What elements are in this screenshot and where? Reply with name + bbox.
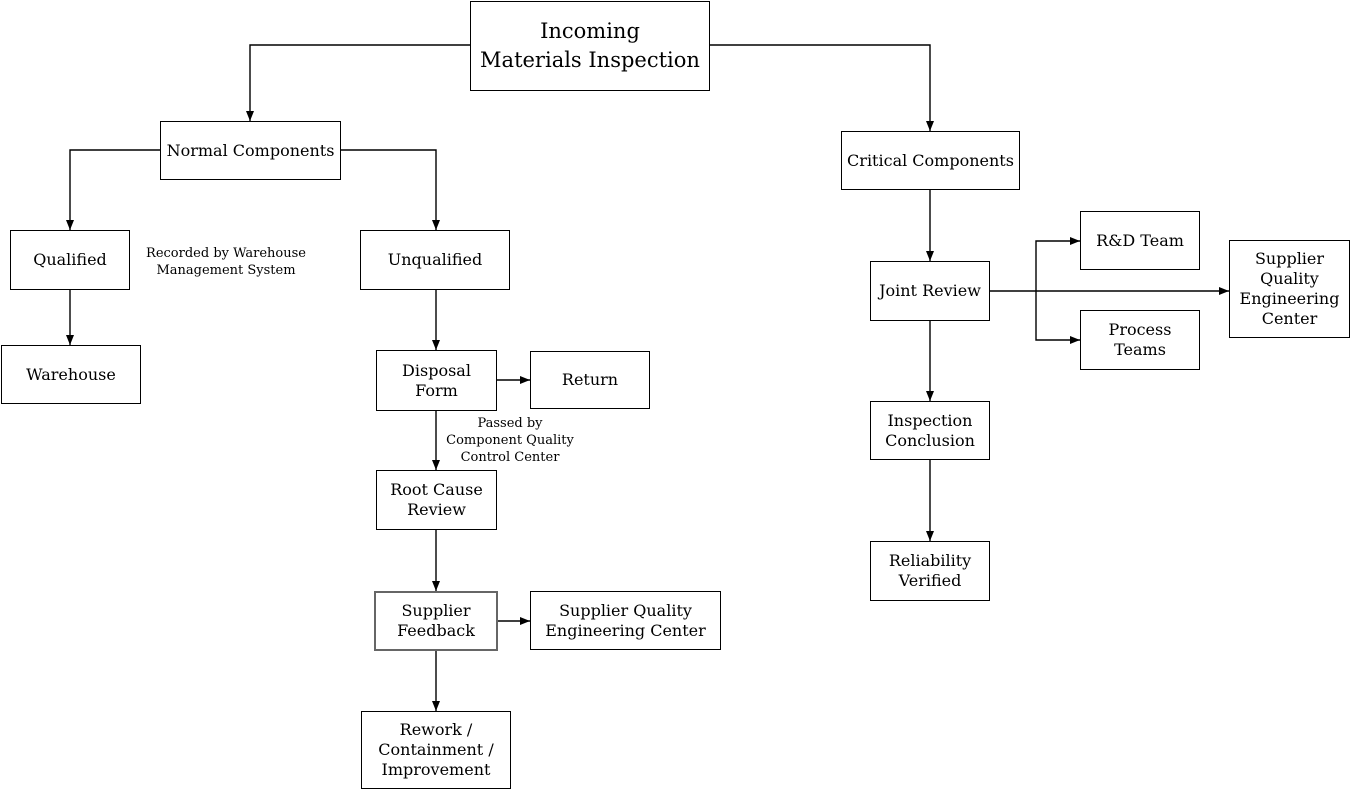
edge-joint-review-to-process-teams [1035, 291, 1080, 344]
node-joint-review: Joint Review [870, 261, 990, 321]
node-supplier-quality-engineering-center-right: Supplier Quality Engineering Center [1229, 240, 1350, 338]
node-sqec-left-label: Supplier Quality Engineering Center [545, 600, 706, 640]
node-inspection-conclusion-label: Inspection Conclusion [885, 410, 975, 450]
node-supplier-feedback: Supplier Feedback [374, 591, 498, 651]
node-sqec-right-label: Supplier Quality Engineering Center [1239, 249, 1340, 328]
node-unqualified: Unqualified [360, 230, 510, 290]
node-root-cause-review: Root Cause Review [376, 470, 497, 530]
edge-joint-review-to-rd-team [1035, 237, 1080, 291]
node-warehouse-label: Warehouse [26, 364, 116, 384]
node-unqualified-label: Unqualified [387, 250, 483, 269]
edge-label-recorded-by-warehouse-management-system: Recorded by Warehouse Management System [146, 246, 306, 278]
node-rd-team: R&D Team [1080, 211, 1200, 270]
node-inspection-conclusion: Inspection Conclusion [870, 401, 990, 460]
node-process-teams-label: Process Teams [1108, 320, 1172, 359]
node-critical-label: Critical Components [847, 150, 1014, 170]
node-incoming-label: Incoming Materials Inspection [480, 19, 700, 72]
node-critical-components: Critical Components [841, 131, 1020, 190]
node-root-cause-label: Root Cause Review [390, 480, 483, 519]
node-disposal-form: Disposal Form [376, 350, 497, 411]
node-normal-components: Normal Components [160, 121, 341, 180]
node-incoming-materials-inspection: Incoming Materials Inspection [470, 1, 710, 91]
edge-normal-to-unqualified [341, 149, 440, 230]
node-rework-containment-improvement: Rework / Containment / Improvement [361, 711, 511, 789]
node-return-label: Return [561, 370, 619, 389]
node-warehouse: Warehouse [1, 345, 141, 404]
node-rework-label: Rework / Containment / Improvement [378, 720, 494, 779]
node-normal-label: Normal Components [166, 140, 335, 160]
edge-label-passed-by-component-quality-control-center: Passed by Component Quality Control Cent… [446, 416, 574, 465]
node-joint-review-label: Joint Review [879, 281, 981, 300]
edge-incoming-to-normal [246, 44, 470, 121]
node-rd-team-label: R&D Team [1096, 230, 1184, 250]
edge-incoming-to-critical [710, 44, 934, 131]
node-qualified: Qualified [10, 230, 130, 290]
node-return: Return [530, 351, 650, 409]
node-supplier-quality-engineering-center-left: Supplier Quality Engineering Center [530, 591, 721, 650]
node-qualified-label: Qualified [33, 250, 107, 269]
node-reliability-verified: Reliability Verified [870, 541, 990, 601]
edge-normal-to-qualified [66, 149, 160, 230]
node-disposal-form-label: Disposal Form [402, 360, 471, 400]
node-process-teams: Process Teams [1080, 310, 1200, 370]
node-reliability-verified-label: Reliability Verified [888, 551, 972, 590]
node-supplier-feedback-label: Supplier Feedback [397, 601, 475, 640]
